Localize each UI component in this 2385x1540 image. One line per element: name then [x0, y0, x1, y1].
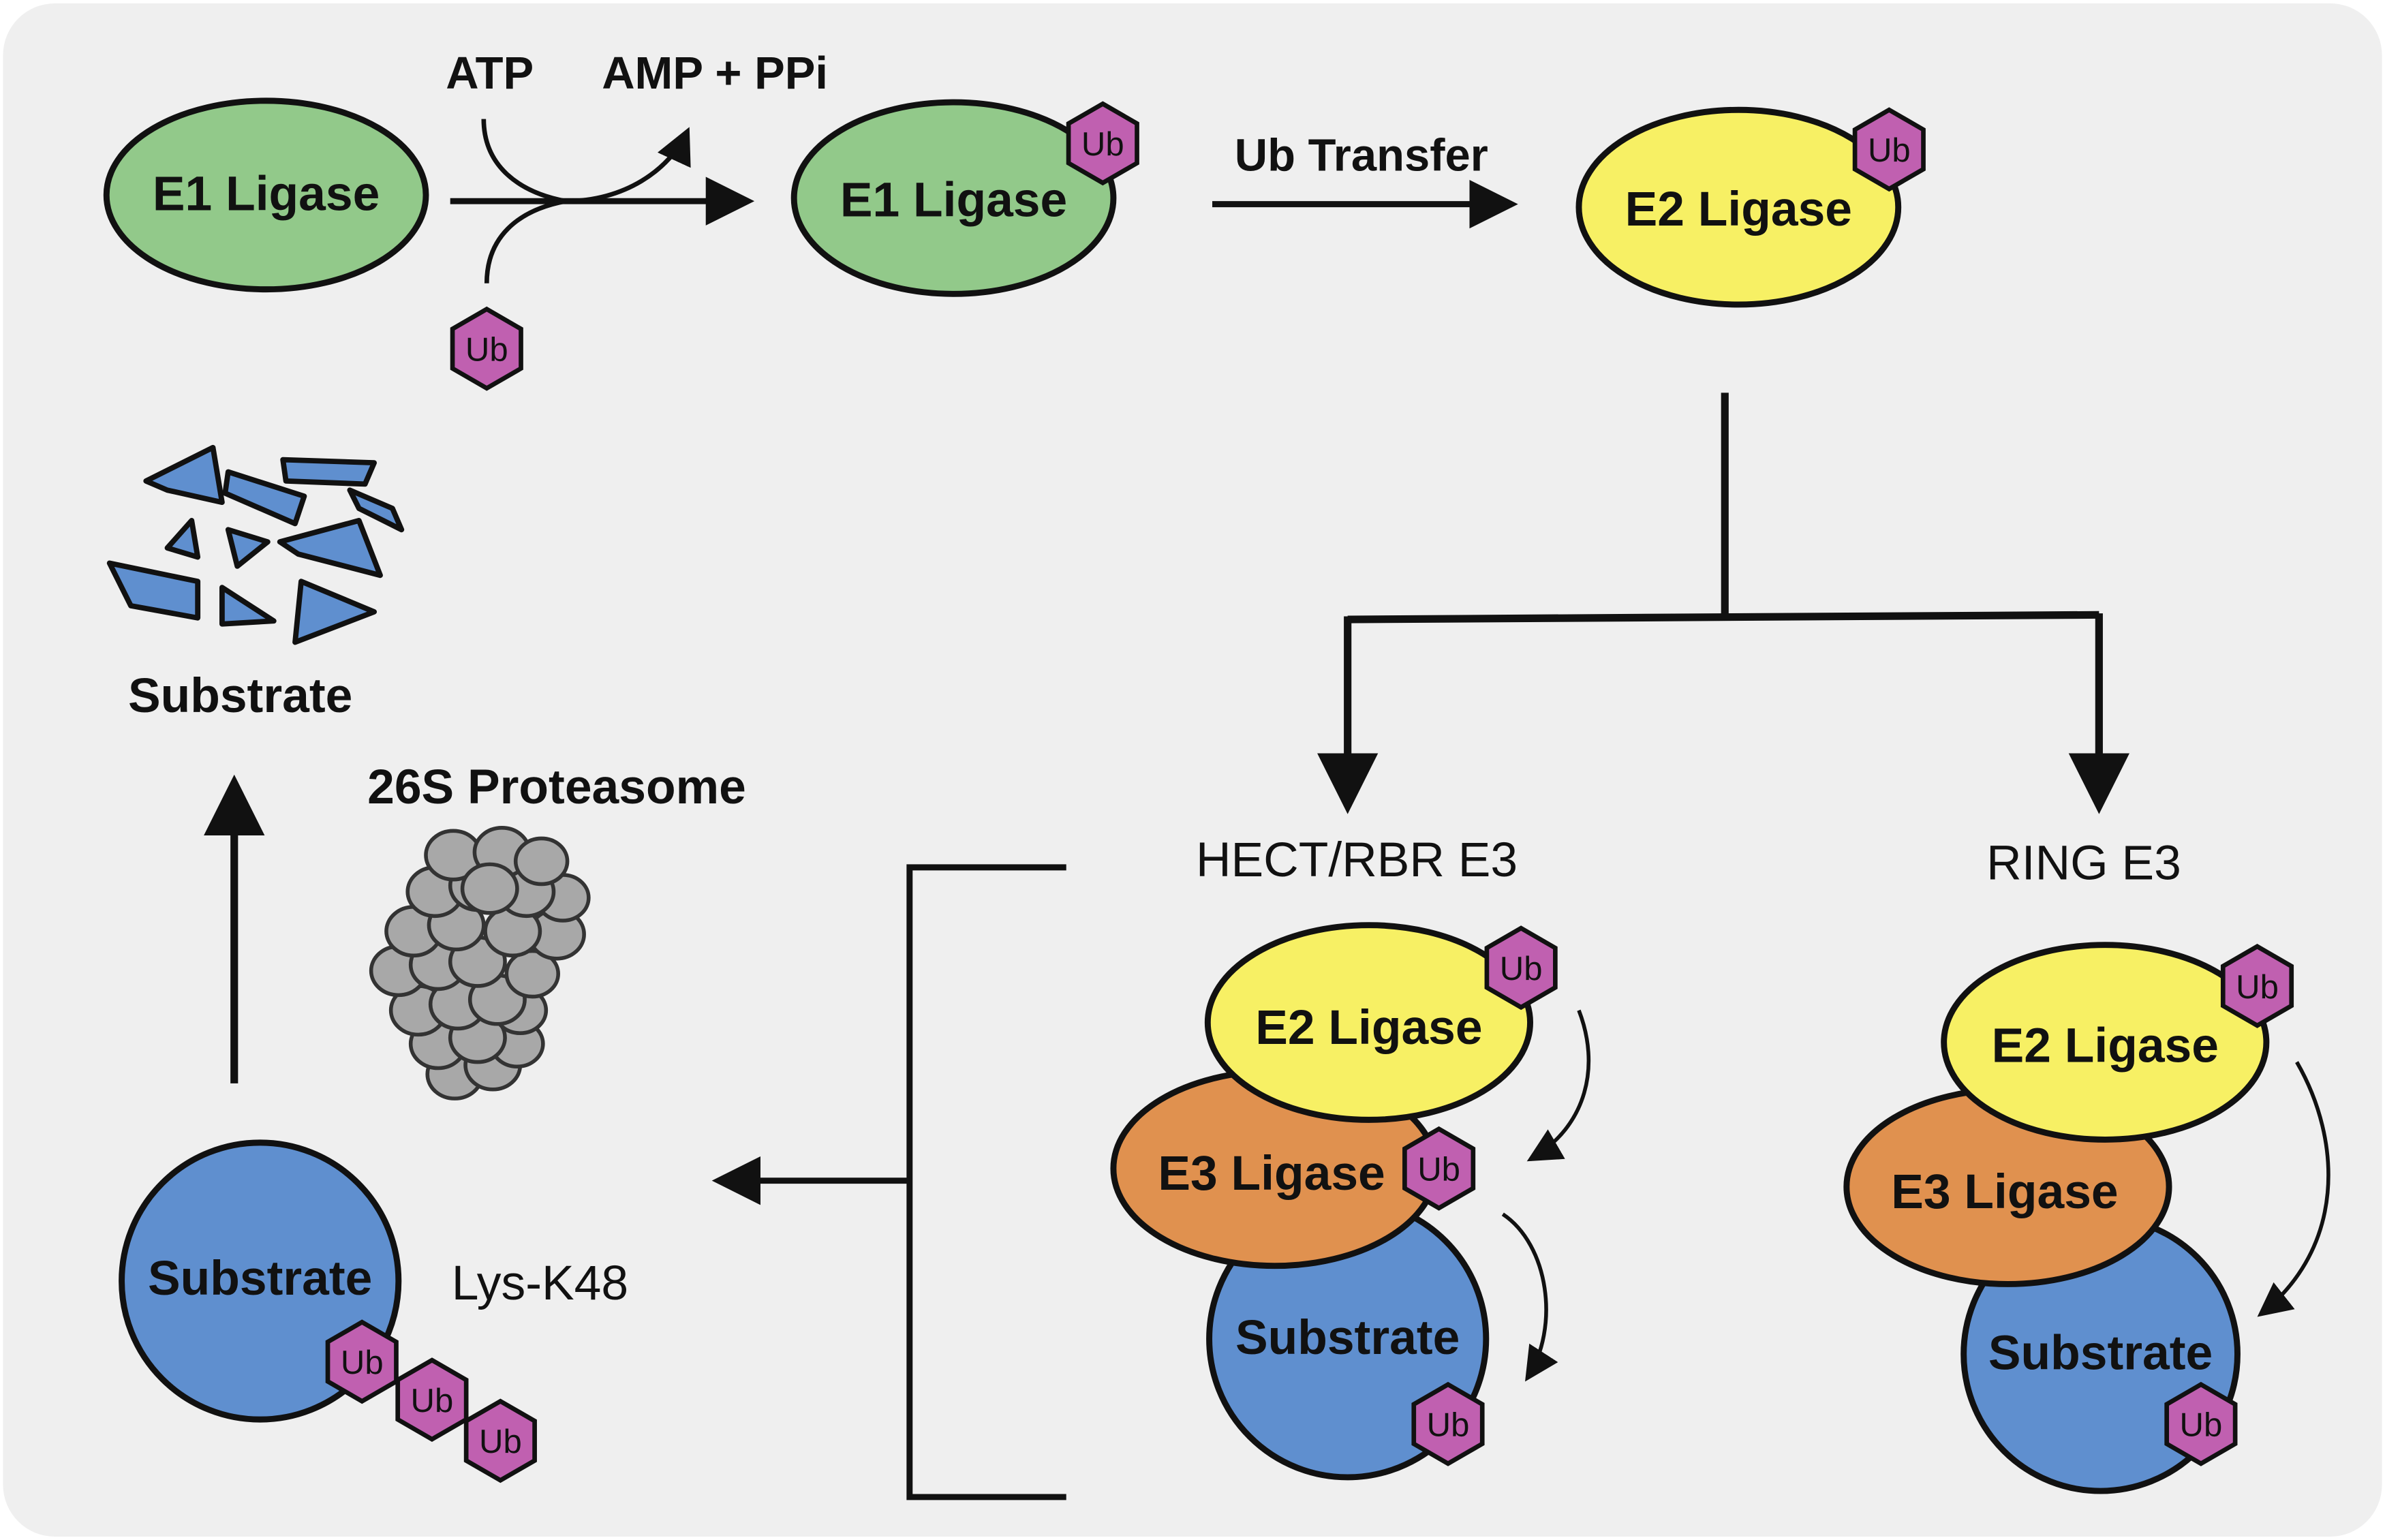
hect-ub-on-substrate-icon: Ub: [1411, 1381, 1485, 1466]
hect-rbr-label: HECT/RBR E3: [1196, 833, 1518, 887]
atp-curve: [481, 119, 566, 204]
hect-substrate-label: Substrate: [1235, 1310, 1460, 1365]
ub-transfer-label: Ub Transfer: [1235, 130, 1488, 181]
hect-rbr-complex: E2 Ligase E3 Ligase Substrate Ub Ub Ub: [1110, 922, 1591, 1481]
branch-connector: [1347, 392, 2099, 623]
hect-transfer-arrow-1: [1526, 1009, 1591, 1162]
svg-text:Ub: Ub: [341, 1344, 384, 1381]
ub-chain-1-icon: Ub: [325, 1319, 399, 1404]
hect-e2-label: E2 Ligase: [1255, 1000, 1482, 1055]
lys-k48-label: Lys-K48: [452, 1256, 628, 1310]
atp-label: ATP: [446, 48, 534, 99]
hect-e3-label: E3 Ligase: [1158, 1146, 1385, 1201]
ring-transfer-arrow: [2257, 1061, 2330, 1317]
svg-text:Ub: Ub: [1868, 132, 1911, 169]
e1-ligase-charged-label: E1 Ligase: [840, 173, 1067, 228]
background-panel: [3, 3, 2382, 1537]
ring-ub-on-e2-icon: Ub: [2220, 944, 2294, 1028]
amp-curve: [566, 127, 691, 204]
fragments-substrate-label: Substrate: [128, 668, 352, 723]
svg-text:Ub: Ub: [1427, 1407, 1470, 1444]
svg-text:Ub: Ub: [1500, 951, 1543, 987]
svg-text:Ub: Ub: [465, 332, 508, 369]
ub-chain-3-icon: Ub: [463, 1398, 537, 1483]
amp-ppi-label: AMP + PPi: [602, 48, 828, 99]
svg-text:Ub: Ub: [2180, 1407, 2223, 1444]
polyub-substrate-label: Substrate: [148, 1251, 372, 1306]
e1-ligase-free: [103, 97, 429, 293]
ring-e3-label: E3 Ligase: [1891, 1165, 2118, 1219]
ub-chain-2-icon: Ub: [395, 1357, 469, 1443]
ring-e2-label: E2 Ligase: [1992, 1019, 2219, 1073]
ring-substrate-label: Substrate: [1988, 1325, 2213, 1380]
ub-in-curve: [484, 198, 566, 283]
proteasome-label: 26S Proteasome: [367, 760, 746, 814]
svg-text:Ub: Ub: [1081, 126, 1124, 163]
svg-text:Ub: Ub: [479, 1423, 522, 1460]
proteasome-cluster-icon: [369, 826, 591, 1100]
svg-text:Ub: Ub: [1417, 1152, 1460, 1188]
hect-e2-ligase: [1204, 922, 1533, 1123]
hect-ub-on-e3-icon: Ub: [1402, 1126, 1476, 1211]
hect-transfer-arrow-2: [1501, 1212, 1558, 1382]
ub-free-icon: Ub: [450, 306, 523, 391]
ring-ub-on-substrate-icon: Ub: [2164, 1381, 2238, 1466]
e1-ligase-label: E1 Ligase: [153, 167, 380, 221]
e2-ligase-charged: [1575, 106, 1902, 308]
hect-ub-on-e2-icon: Ub: [1484, 925, 1558, 1011]
svg-text:Ub: Ub: [411, 1383, 454, 1419]
e1-ligase-charged: [790, 99, 1117, 297]
substrate-fragments-icon: [106, 444, 405, 645]
ub-on-e1-icon: Ub: [1066, 101, 1139, 186]
svg-text:Ub: Ub: [2236, 969, 2279, 1006]
ring-e2-ligase: [1941, 942, 2270, 1143]
e2-ligase-charged-label: E2 Ligase: [1625, 182, 1852, 236]
ring-label: RING E3: [1986, 836, 2181, 891]
ring-complex: E2 Ligase E3 Ligase Substrate Ub Ub: [1843, 942, 2330, 1494]
ub-on-e2-icon: Ub: [1852, 107, 1926, 192]
